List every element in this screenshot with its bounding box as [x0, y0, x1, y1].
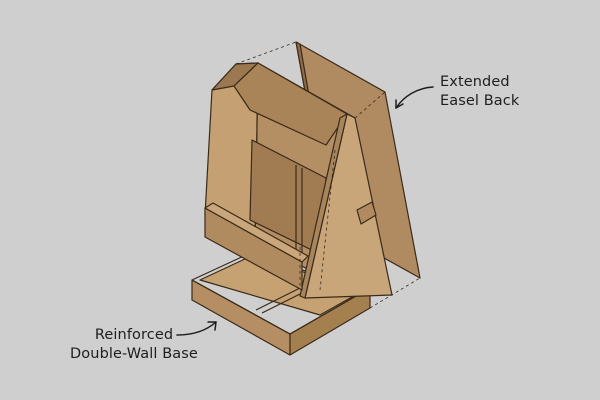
curved-arrow-icon — [176, 321, 217, 336]
callout-base: Reinforced Double-Wall Base — [66, 326, 202, 364]
callout-base-line2: Double-Wall Base — [70, 346, 198, 362]
curved-arrow-icon — [395, 86, 434, 109]
side-tab — [356, 201, 377, 225]
top-flap — [233, 62, 348, 146]
callout-easel-line2: Easel Back — [440, 93, 520, 109]
callout-easel-back: Extended Easel Back — [440, 73, 519, 111]
callout-easel-line1: Extended — [440, 74, 510, 90]
callout-base-line1: Reinforced — [94, 327, 174, 343]
